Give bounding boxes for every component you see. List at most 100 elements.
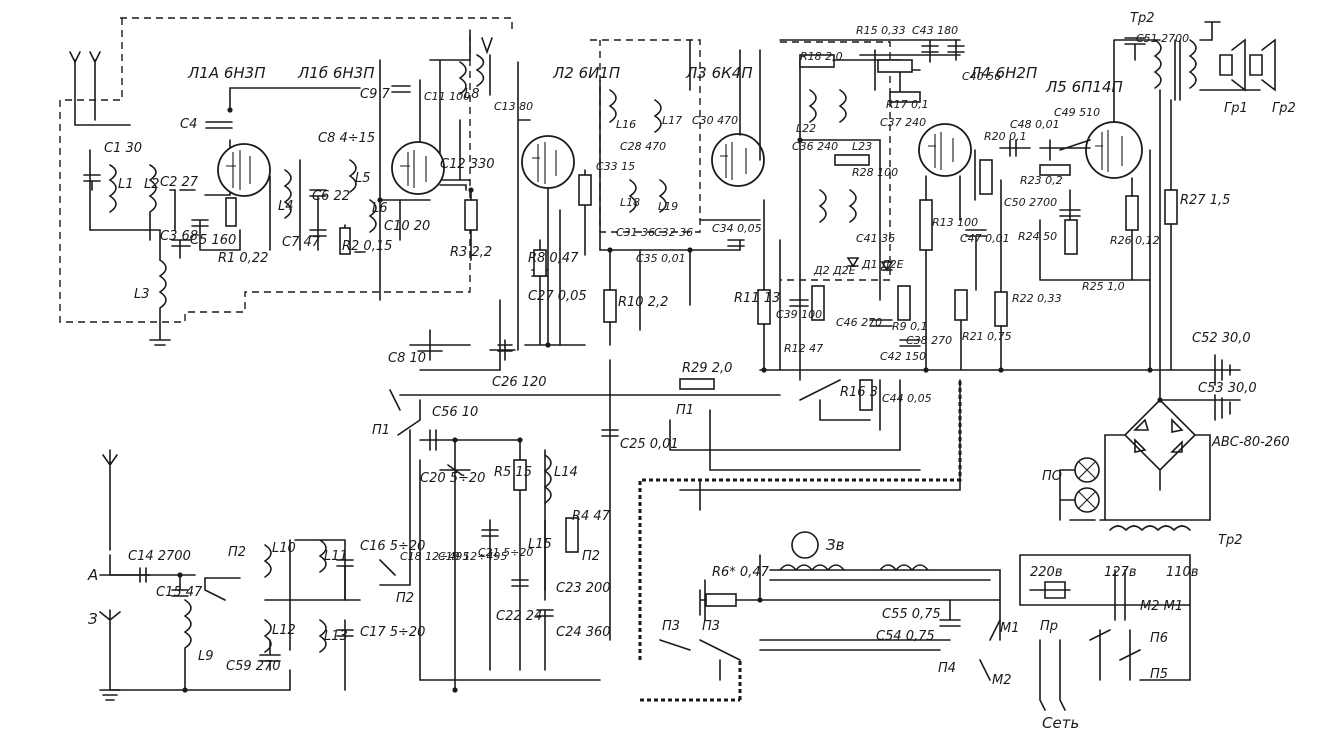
label-m2m1: М2 М1 [1140, 599, 1183, 614]
label-c17: C17 5÷20 [360, 625, 425, 640]
power-section [759, 354, 1241, 532]
bottom-left-section [99, 429, 411, 701]
label-r11: R11 13 [734, 291, 780, 306]
shield-outlines [59, 17, 891, 323]
label-tube1a: Л1А 6Н3П [187, 64, 266, 82]
junction-dots [177, 107, 1163, 693]
label-r22: R22 0,33 [1012, 292, 1062, 305]
label-c1: C1 30 [104, 141, 142, 156]
label-r27: R27 1,5 [1180, 193, 1230, 208]
label-c12: C12 330 [440, 157, 495, 172]
label-r24: R24 50 [1018, 230, 1057, 243]
label-tube3: Л3 6К4П [685, 64, 753, 82]
label-c27: C27 0,05 [528, 289, 587, 304]
label-r29: R29 2,0 [682, 361, 732, 376]
tube-l2-group [489, 61, 592, 361]
label-c38: C38 270 [906, 334, 952, 347]
label-c11: C11 100 [424, 90, 470, 103]
r-l2-resistor [578, 174, 592, 206]
label-po: ПО [1042, 469, 1062, 484]
label-c24: C24 360 [556, 625, 611, 640]
label-r6: R6* 0,47 [712, 565, 770, 580]
label-m2: М2 [992, 673, 1012, 688]
label-p1b: П1 [676, 403, 694, 418]
label-r20: R20 0,1 [984, 130, 1027, 143]
label-c48: C48 0,01 [1010, 118, 1060, 131]
r24-resistor [1064, 219, 1078, 255]
r26-resistor [1125, 195, 1139, 231]
label-c40: C40 56 [962, 70, 1001, 83]
label-zv: Зв [826, 536, 845, 554]
label-l17: L17 [662, 114, 682, 127]
label-c53: C53 30,0 [1198, 381, 1257, 396]
tube-l2 [521, 135, 575, 189]
r3-resistor [464, 199, 478, 231]
label-l23: L23 [852, 140, 872, 153]
label-l1: L1 [118, 177, 134, 192]
label-tr2-bot: Тр2 [1218, 533, 1242, 548]
label-tr2-top: Тр2 [1130, 11, 1154, 26]
r28-resistor [834, 154, 870, 166]
label-c34: C34 0,05 [712, 222, 762, 235]
label-c9: C9 7 [360, 87, 390, 102]
tube-l4 [918, 123, 972, 177]
label-r16: R16 3 [840, 385, 878, 400]
label-l16: L16 [616, 118, 636, 131]
label-mains: Сеть [1042, 714, 1079, 732]
label-c41: C41 36 [856, 232, 895, 245]
label-c49: C49 510 [1054, 106, 1100, 119]
label-l10: L10 [272, 541, 296, 556]
label-c30: C30 470 [692, 114, 738, 127]
label-c43: C43 180 [912, 24, 958, 37]
label-c22: C22 24 [496, 609, 542, 624]
r12-resistor [811, 285, 825, 321]
label-c15: C15 47 [156, 585, 203, 600]
label-c4: C4 [180, 117, 197, 132]
label-v220: 220в [1030, 565, 1062, 580]
label-c10: C10 20 [384, 219, 430, 234]
r18-resistor [799, 54, 835, 68]
label-p3a: П3 [702, 619, 720, 634]
label-c18: C18 12÷495 [400, 550, 469, 563]
label-c6: C6 22 [312, 189, 350, 204]
label-d2: Д2 Д2Е [813, 264, 856, 277]
label-p6: П6 [1150, 631, 1168, 646]
label-c42: C42 150 [880, 350, 926, 363]
label-c13: C13 80 [494, 100, 533, 113]
label-p2b: П2 [396, 591, 414, 606]
r8-resistor [533, 249, 547, 277]
label-pr: Пр [1040, 619, 1058, 634]
label-c36: C36 240 [792, 140, 838, 153]
r6-resistor [705, 593, 737, 607]
r17-resistor [889, 91, 921, 103]
label-gr1: Гр1 [1224, 101, 1248, 116]
label-r25: R25 1,0 [1082, 280, 1125, 293]
r10-resistor [603, 289, 617, 323]
r13-resistor [919, 199, 933, 251]
label-tube4: Л4 6Н2П [969, 64, 1037, 82]
label-l2: L2 [144, 177, 160, 192]
label-c50: C50 2700 [1004, 196, 1057, 209]
label-c51: C51 2700 [1136, 32, 1189, 45]
label-p2a: П2 [228, 545, 246, 560]
zv-indicator [791, 531, 819, 559]
tube-l1-group [217, 141, 445, 197]
label-c46: C46 270 [836, 316, 882, 329]
label-v127: 127в [1104, 565, 1136, 580]
label-r28: R28 100 [852, 166, 898, 179]
label-c26: C26 120 [492, 375, 547, 390]
label-tube1b: Л1б 6Н3П [297, 64, 375, 82]
label-c35: C35 0,01 [636, 252, 686, 265]
label-d1: Д1 Д2Е [861, 258, 904, 271]
label-tube2: Л2 6И1П [552, 64, 620, 82]
label-c56: C56 10 [432, 405, 478, 420]
label-l18: L18 [620, 196, 640, 209]
label-r15: R15 0,33 [856, 24, 906, 37]
label-rect: АВС-80-260 [1211, 435, 1290, 450]
label-l14: L14 [554, 465, 578, 480]
label-c59: C59 270 [226, 659, 281, 674]
label-c20: C20 5÷20 [420, 471, 485, 486]
label-c31: C31 36 [616, 226, 655, 239]
label-c55: C55 0,75 [882, 607, 941, 622]
